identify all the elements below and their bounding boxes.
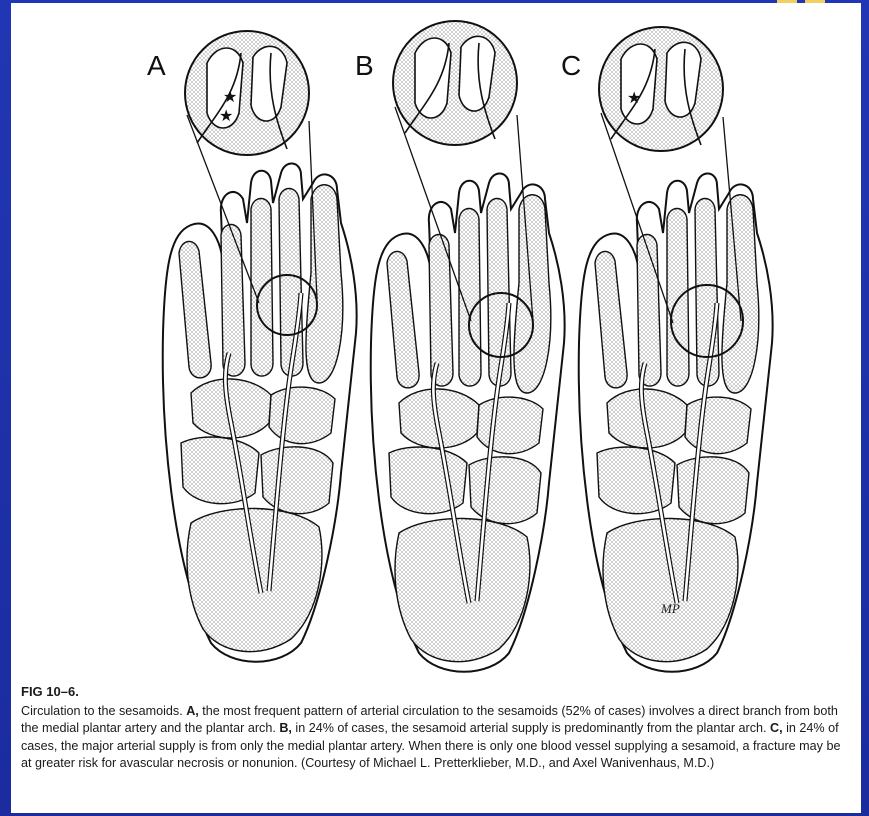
svg-text:★: ★ bbox=[219, 108, 233, 125]
caption-label-a: A, bbox=[186, 704, 199, 718]
panel-label-b: B bbox=[355, 50, 374, 81]
panel-c-drawing: ★ MP bbox=[579, 27, 773, 672]
caption-intro: Circulation to the sesamoids. bbox=[21, 704, 186, 718]
figure-page: ★ ★ ★ MP A B C FIG 10–6. Circulation to … bbox=[11, 3, 861, 813]
panel-label-c: C bbox=[561, 50, 581, 81]
svg-text:★: ★ bbox=[223, 89, 237, 106]
panel-label-a: A bbox=[147, 50, 166, 81]
artist-initials: MP bbox=[660, 601, 680, 616]
sesamoid-circulation-illustration: ★ ★ ★ MP A B C bbox=[11, 3, 861, 673]
panel-b-drawing bbox=[371, 21, 565, 672]
caption-text-b: in 24% of cases, the sesamoid arterial s… bbox=[292, 721, 770, 735]
panel-a-drawing: ★ ★ bbox=[163, 31, 357, 662]
figure-caption: FIG 10–6. Circulation to the sesamoids. … bbox=[21, 683, 851, 773]
caption-label-b: B, bbox=[279, 721, 292, 735]
figure-title: FIG 10–6. bbox=[21, 683, 851, 701]
caption-label-c: C, bbox=[770, 721, 783, 735]
svg-text:★: ★ bbox=[627, 90, 641, 107]
